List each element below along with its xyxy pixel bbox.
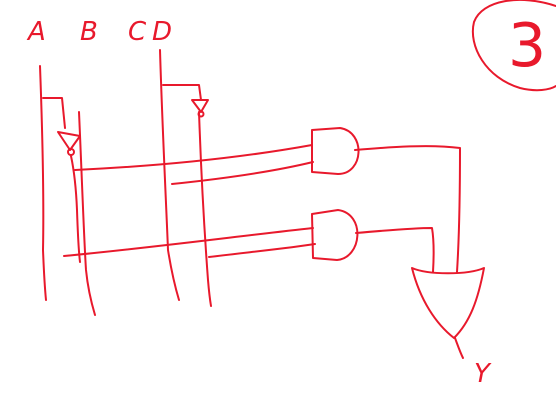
problem-number-circle (471, 0, 556, 92)
input-label-d: D (152, 17, 172, 47)
c-inverter-icon (191, 99, 209, 113)
c-inverter-tap-wire (162, 84, 202, 101)
and-gate-1-output-wire (354, 145, 461, 273)
and-gate-1 (311, 127, 360, 175)
input-line-b (78, 111, 96, 316)
c-inverter-bubble-icon (197, 110, 205, 118)
input-line-a (39, 65, 47, 301)
output-label-y: Y (474, 359, 492, 389)
and-gate-1-input-lower (171, 161, 314, 185)
not-a-line (70, 155, 81, 263)
or-gate (411, 267, 485, 339)
a-inverter-bubble-icon (67, 148, 75, 156)
input-label-a: A (26, 17, 46, 47)
a-inverter-icon (57, 131, 81, 151)
and-gate-2-output-wire (355, 227, 435, 273)
and-gate-2 (311, 209, 359, 261)
input-line-c (159, 49, 180, 301)
input-line-d (198, 111, 212, 307)
a-inverter-tap-wire (42, 97, 66, 129)
or-gate-output-wire (454, 337, 464, 359)
input-label-c: C (128, 17, 147, 47)
and-gate-2-input-lower (208, 243, 316, 258)
and-gate-1-input-upper (74, 144, 313, 171)
problem-number: 3 (508, 11, 546, 81)
input-label-b: B (80, 17, 98, 47)
and-gate-2-input-upper (63, 227, 314, 257)
